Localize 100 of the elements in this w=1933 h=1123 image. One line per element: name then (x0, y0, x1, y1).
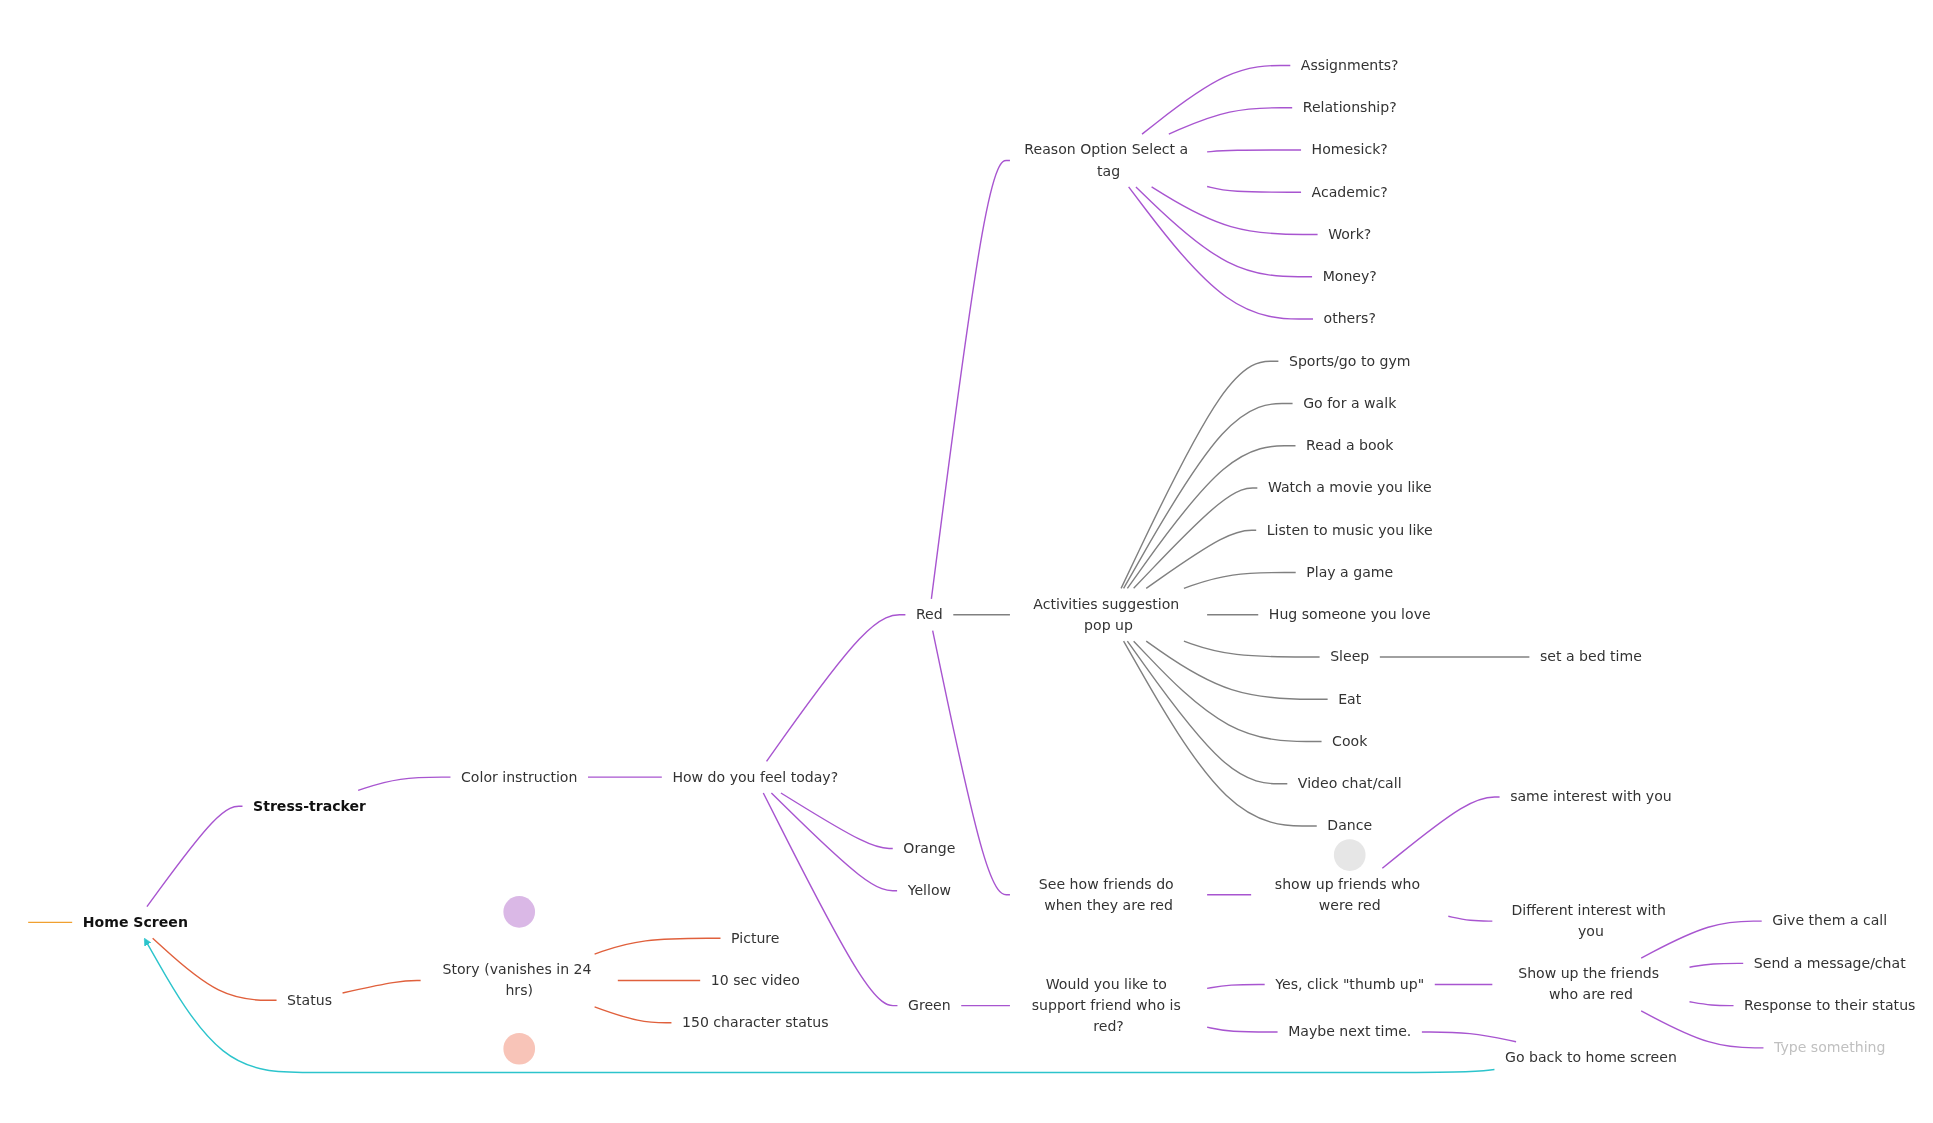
node-text: others? (1323, 310, 1376, 327)
node-text: 10 sec video (710, 971, 800, 989)
node-text: Watch a movie you like (1267, 479, 1432, 496)
connector (1141, 64, 1291, 135)
connector (1132, 487, 1259, 590)
connector (151, 937, 278, 1001)
connector (1122, 402, 1294, 590)
connector (1168, 107, 1293, 135)
connector (952, 614, 1011, 616)
connector (1135, 186, 1313, 278)
node-text: Read a book (1306, 436, 1394, 454)
connector (357, 776, 452, 792)
connector (1379, 656, 1531, 658)
node-text: Send a message/chat (1753, 954, 1906, 972)
connector (780, 792, 894, 850)
node-text: Relationship? (1302, 98, 1397, 116)
node-text: 150 character status (682, 1013, 829, 1031)
node-text: Type something (1774, 1039, 1886, 1056)
connector (1640, 920, 1763, 959)
node-text: Video chat/call (1297, 774, 1402, 792)
node-text: Show up the friends who are red (1518, 965, 1660, 1003)
connector (1206, 1026, 1279, 1033)
node-text: Play a game (1306, 563, 1394, 581)
node-text: Yes, click "thumb up" (1275, 975, 1425, 993)
connector (1145, 640, 1329, 700)
connector (765, 614, 907, 763)
node-text: Activities suggestion pop up (1033, 595, 1180, 634)
connector (762, 792, 899, 1007)
connector (1150, 186, 1319, 236)
connector (1640, 1010, 1765, 1049)
connector (960, 1004, 1011, 1007)
connector (931, 629, 1011, 896)
node-circle (1333, 839, 1366, 871)
node-text: Home Screen (82, 913, 188, 931)
node-text: Cook (1332, 732, 1368, 750)
node-text: Picture (731, 929, 780, 947)
node-text: Orange (903, 839, 956, 857)
node-text: Maybe next time. (1288, 1023, 1412, 1040)
connector (1206, 149, 1302, 153)
node-text: Story (vanishes in 24 hrs) (442, 961, 592, 999)
connector (1145, 529, 1257, 590)
connector (1132, 640, 1323, 743)
connector (1206, 893, 1252, 896)
node-text: See how friends do when they are red (1038, 875, 1174, 914)
connector (770, 792, 898, 892)
node-text: Listen to music you like (1266, 521, 1433, 539)
node-text: How do you feel today? (672, 768, 839, 786)
connector (1183, 571, 1297, 590)
node-text: show up friends who were red (1274, 875, 1421, 914)
node-text: Assignments? (1300, 56, 1399, 74)
connector (587, 776, 663, 778)
node-text: Go back to home screen (1505, 1048, 1677, 1066)
node-text: Eat (1338, 690, 1362, 708)
node-text: Dance (1327, 817, 1373, 834)
connector (1126, 445, 1297, 590)
connector (1183, 640, 1321, 658)
connector (1688, 962, 1744, 968)
connector (1688, 1001, 1735, 1007)
connector (1421, 1031, 1517, 1043)
connector (593, 937, 722, 955)
connector (1206, 185, 1302, 193)
node-circle (503, 1032, 536, 1065)
connector (1127, 186, 1314, 320)
node-text: Sleep (1330, 648, 1370, 665)
connector (593, 1006, 673, 1024)
node-text: Color instruction (461, 768, 578, 786)
connector (1120, 360, 1280, 590)
connector (617, 979, 701, 982)
node-text: Green (908, 996, 951, 1014)
connector (1206, 983, 1266, 990)
node-text: Work? (1328, 225, 1372, 243)
connector (1447, 915, 1494, 922)
node-text: Go for a walk (1303, 394, 1397, 412)
node-text: Different interest with you (1511, 901, 1666, 940)
node-text: Hug someone you love (1268, 605, 1431, 623)
node-circle (503, 896, 536, 928)
connector (27, 921, 73, 924)
node-text: Money? (1322, 267, 1377, 285)
node-text: Homesick? (1311, 141, 1388, 158)
node-text: Response to their status (1744, 996, 1916, 1014)
node-text: same interest with you (1510, 788, 1672, 805)
connector (930, 159, 1011, 600)
node-text: Academic? (1311, 183, 1388, 201)
node-text: Yellow (907, 881, 952, 899)
node-text: Would you like to support friend who is red? (1031, 975, 1181, 1035)
arrow (143, 937, 1496, 1074)
node-text: Sports/go to gym (1288, 352, 1411, 370)
node-text: Reason Option Select a tag (1024, 141, 1189, 180)
connector (146, 805, 244, 908)
connector (1122, 640, 1318, 827)
node-text: set a bed time (1539, 648, 1642, 665)
connector (1381, 796, 1501, 869)
connector (1434, 983, 1494, 986)
node-text: Stress-tracker (253, 797, 367, 815)
node-text: Status (287, 991, 332, 1009)
connector (1126, 640, 1288, 785)
connector (341, 979, 422, 994)
connector (1206, 614, 1259, 616)
node-text: Red (915, 605, 943, 623)
node-text: Give them a call (1772, 912, 1888, 930)
